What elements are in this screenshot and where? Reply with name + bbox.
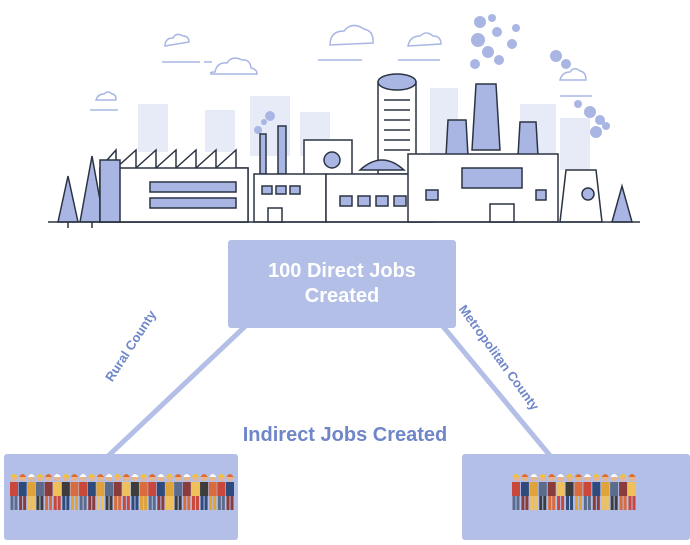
worker-icon — [565, 474, 574, 510]
worker-icon — [619, 474, 628, 510]
metro-connector — [434, 316, 554, 460]
worker-icon — [35, 474, 44, 510]
worker-icon — [122, 474, 131, 510]
direct-jobs-box: 100 Direct Jobs Created — [228, 240, 456, 328]
worker-icon — [79, 474, 88, 510]
rural-connector — [104, 316, 256, 460]
worker-icon — [87, 474, 96, 510]
worker-icon — [53, 474, 62, 510]
background-skyline — [138, 88, 590, 170]
worker-icon — [208, 474, 217, 510]
worker-icon — [512, 474, 520, 510]
worker-icon — [156, 474, 165, 510]
worker-icon — [628, 474, 636, 510]
worker-icon — [174, 474, 183, 510]
cloud-icon — [94, 24, 587, 101]
smoke-icon — [254, 14, 610, 138]
worker-icon — [583, 474, 592, 510]
worker-icon — [44, 474, 53, 510]
rural-workers-box — [4, 454, 238, 540]
factory-buildings — [48, 73, 640, 223]
worker-icon — [191, 474, 200, 510]
rural-workers-group — [10, 474, 234, 510]
worker-icon — [556, 474, 565, 510]
direct-jobs-line1: 100 Direct Jobs — [268, 260, 416, 282]
worker-icon — [226, 474, 234, 510]
worker-icon — [547, 474, 556, 510]
worker-icon — [61, 474, 70, 510]
indirect-jobs-label: Indirect Jobs Created — [242, 424, 448, 446]
cloud-dashes — [90, 59, 592, 111]
worker-icon — [27, 474, 36, 510]
worker-icon — [520, 474, 529, 510]
worker-icon — [18, 474, 27, 510]
worker-icon — [574, 474, 583, 510]
worker-icon — [96, 474, 105, 510]
metro-workers-group — [512, 474, 636, 510]
worker-icon — [139, 474, 148, 510]
worker-icon — [10, 474, 18, 510]
worker-icon — [601, 474, 610, 510]
worker-icon — [200, 474, 209, 510]
worker-icon — [105, 474, 114, 510]
worker-icon — [529, 474, 538, 510]
worker-icon — [165, 474, 174, 510]
worker-icon — [113, 474, 122, 510]
metro-workers-box — [462, 454, 690, 540]
worker-icon — [217, 474, 226, 510]
worker-icon — [610, 474, 619, 510]
direct-jobs-line2: Created — [304, 285, 380, 307]
worker-icon — [148, 474, 157, 510]
worker-icon — [70, 474, 79, 510]
worker-icon — [592, 474, 601, 510]
factory-illustration — [48, 14, 640, 228]
worker-icon — [130, 474, 139, 510]
worker-icon — [538, 474, 547, 510]
worker-icon — [182, 474, 191, 510]
